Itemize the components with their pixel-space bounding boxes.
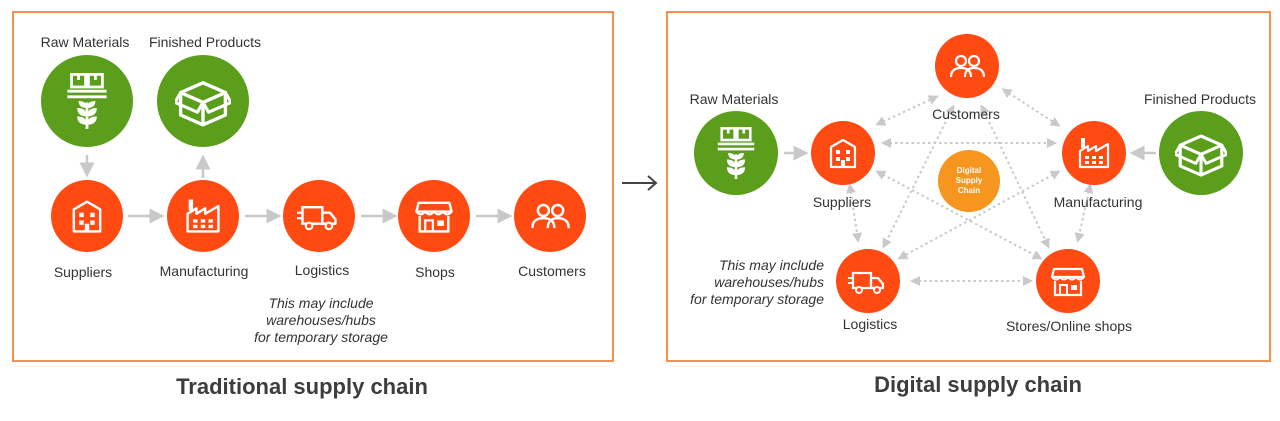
- label-digital-stores: Stores/Online shops: [1005, 318, 1133, 334]
- note-line: warehouses/hubs: [714, 274, 824, 290]
- note-line: This may include: [718, 257, 824, 273]
- note-line: for temporary storage: [690, 291, 824, 307]
- logistics-node: [283, 180, 355, 252]
- label-suppliers: Suppliers: [53, 264, 113, 280]
- label-digital-logistics: Logistics: [842, 316, 898, 332]
- traditional-title: Traditional supply chain: [176, 374, 428, 399]
- label-digital-customers: Customers: [932, 106, 1000, 122]
- suppliers-node: [51, 180, 123, 252]
- badge-line: Chain: [957, 186, 981, 195]
- manufacturing-node: [167, 180, 239, 252]
- label-customers: Customers: [518, 263, 586, 279]
- label-shops: Shops: [415, 264, 455, 280]
- digital-finished-products-node: [1159, 111, 1243, 195]
- label-logistics: Logistics: [294, 262, 350, 278]
- raw-materials-node: [41, 55, 133, 147]
- arrow-manufacturing-stores: [1074, 183, 1094, 243]
- traditional-note: This may include warehouses/hubs for tem…: [254, 295, 388, 346]
- label-raw-materials: Raw Materials: [40, 34, 130, 50]
- shops-node: [398, 180, 470, 252]
- arrow-customers-manufacturing: [1001, 88, 1061, 127]
- customers-node: [514, 180, 586, 252]
- digital-suppliers-node: [811, 121, 875, 185]
- badge-line: Digital: [956, 166, 982, 175]
- digital-note: This may include warehouses/hubs for tem…: [690, 257, 824, 308]
- note-line: This may include: [268, 295, 374, 311]
- label-manufacturing: Manufacturing: [159, 263, 249, 279]
- label-digital-raw-materials: Raw Materials: [689, 91, 779, 107]
- note-line: warehouses/hubs: [266, 312, 376, 328]
- digital-panel: [666, 11, 1271, 362]
- digital-raw-materials-node: [694, 111, 778, 195]
- traditional-panel: [12, 11, 614, 362]
- digital-logistics-node: [836, 249, 900, 313]
- note-line: for temporary storage: [254, 329, 388, 345]
- arrow-manufacturing-logistics: [897, 170, 1061, 260]
- label-digital-suppliers: Suppliers: [812, 194, 872, 210]
- badge-line: Supply: [955, 176, 983, 185]
- label-digital-manufacturing: Manufacturing: [1053, 194, 1143, 210]
- arrow-right-icon: [622, 175, 658, 191]
- arrow-suppliers-logistics: [846, 183, 862, 243]
- arrow-suppliers-customers: [875, 95, 939, 126]
- digital-supply-chain-badge: Digital Supply Chain: [938, 150, 1000, 212]
- digital-title: Digital supply chain: [874, 372, 1082, 397]
- digital-stores-node: [1036, 249, 1100, 313]
- label-finished-products: Finished Products: [148, 34, 262, 50]
- digital-arrows: [846, 88, 1094, 286]
- traditional-arrows: [79, 154, 513, 224]
- finished-products-node: [157, 55, 249, 147]
- label-digital-finished-products: Finished Products: [1143, 91, 1257, 107]
- digital-customers-node: [935, 34, 999, 98]
- digital-manufacturing-node: [1062, 121, 1126, 185]
